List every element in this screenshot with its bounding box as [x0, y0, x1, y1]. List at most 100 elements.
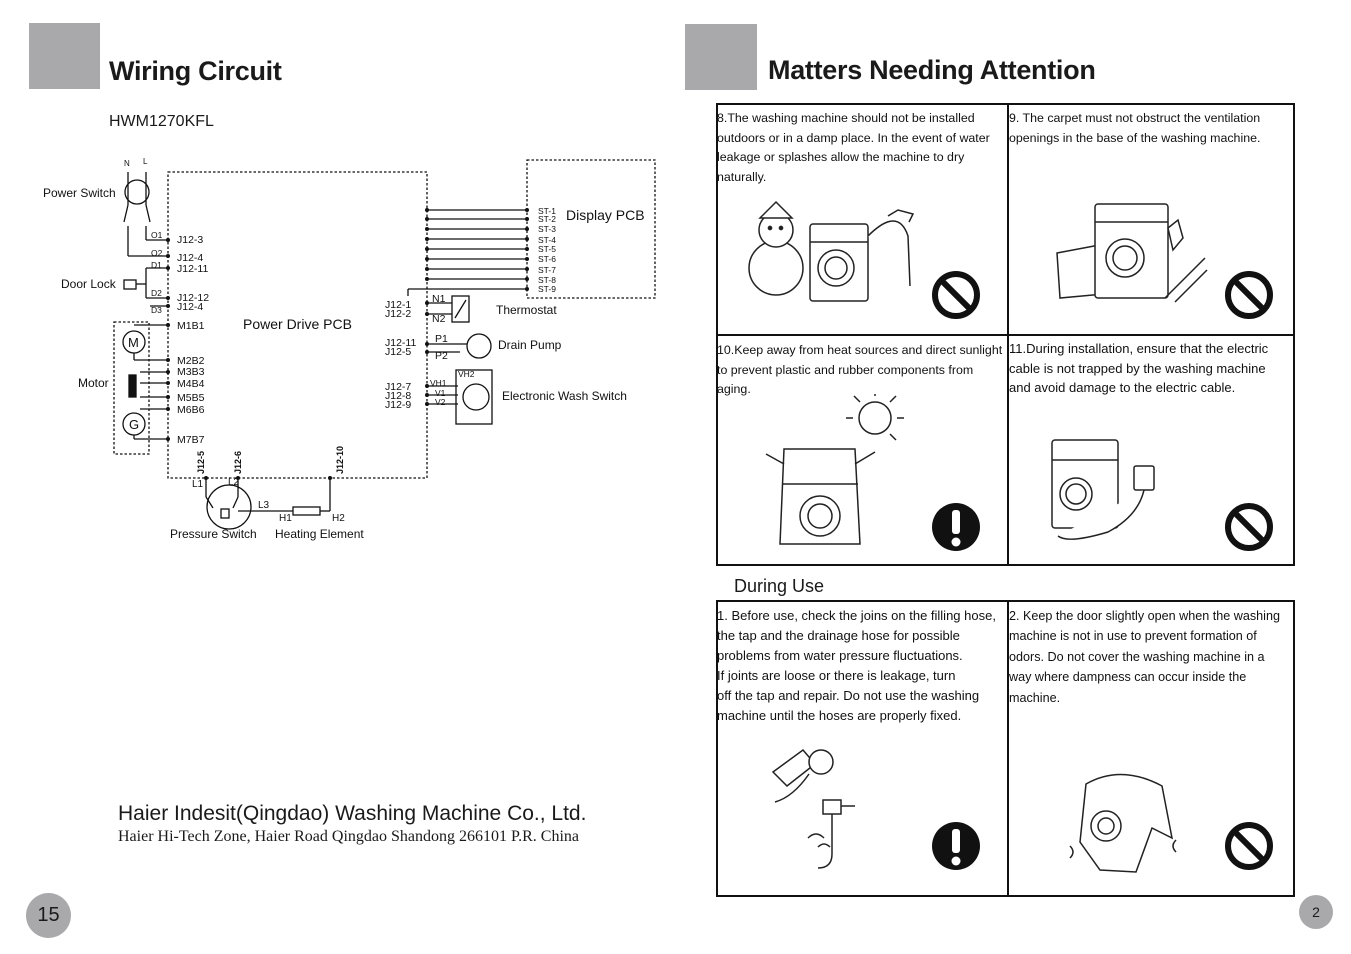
terminal-vh2: VH2: [458, 369, 475, 379]
terminal-j12-2: J12-2: [385, 308, 411, 320]
text-line: 10.Keep away from heat sources and direc…: [717, 343, 1003, 357]
covered-washer-illustration: [1069, 773, 1177, 873]
text-line: 1. Before use, check the joins on the fi…: [717, 608, 996, 623]
prohibited-icon: [932, 271, 980, 319]
terminal-j12-7: J12-7: [385, 381, 411, 393]
text-line: 8.The washing machine should not be inst…: [717, 111, 975, 125]
terminal-m6b6: M6B6: [177, 404, 205, 416]
terminal-d1: D1: [151, 260, 162, 270]
text-line: odors. Do not cover the washing machine …: [1009, 649, 1265, 664]
terminal-d3: D3: [151, 305, 162, 315]
during-use-grid: [716, 600, 1295, 897]
attention-item-11-text: 11.During installation, ensure that the …: [1009, 339, 1309, 398]
terminal-p2: P2: [435, 350, 448, 362]
terminal-j12-5: J12-5: [385, 346, 411, 358]
pin-st-5: ST-5: [538, 244, 556, 254]
pin-st-6: ST-6: [538, 254, 556, 264]
model-number: HWM1270KFL: [109, 113, 214, 130]
pin-st-3: ST-3: [538, 224, 556, 234]
terminal-vh1: VH1: [430, 378, 447, 388]
during-use-heading: During Use: [734, 576, 825, 596]
page-number-right-text: 2: [1312, 904, 1320, 920]
text-line: leakage or splashes allow the machine to…: [717, 150, 965, 165]
text-line: machine is not in use to prevent formati…: [1009, 629, 1257, 644]
text-line: 2. Keep the door slightly open when the …: [1009, 609, 1280, 623]
prohibited-icon: [1225, 271, 1273, 319]
terminal-m7b7: M7B7: [177, 434, 205, 446]
grid-hline: [718, 334, 1293, 336]
terminal-j12-1: J12-1: [385, 299, 411, 311]
terminal-j12-4: J12-4: [177, 252, 203, 264]
terminal-j12-4b: J12-4: [177, 301, 203, 313]
terminal-v2: V2: [435, 397, 446, 407]
during-use-item-1-text: 1. Before use, check the joins on the fi…: [717, 606, 1022, 726]
company-name: Haier Indesit(Qingdao) Washing Machine C…: [118, 802, 587, 825]
terminal-j12-8: J12-8: [385, 390, 411, 402]
terminal-j12-6: J12-6: [233, 451, 243, 474]
terminal-m3b3: M3B3: [177, 366, 205, 378]
prohibited-icon: [1225, 503, 1273, 551]
terminal-o2: O2: [151, 248, 163, 258]
text-line: aging.: [717, 382, 751, 397]
attention-grid: [716, 103, 1295, 566]
text-line: naturally.: [717, 169, 767, 184]
pin-st-1: ST-1: [538, 206, 556, 216]
text-line: 9. The carpet must not obstruct the vent…: [1009, 111, 1261, 125]
terminal-j12-5-bottom: J12-5: [196, 451, 206, 474]
text-line: and avoid damage to the electric cable.: [1009, 380, 1236, 396]
text-line: to prevent plastic and rubber components…: [717, 362, 974, 377]
company-address: Haier Hi-Tech Zone, Haier Road Qingdao S…: [118, 828, 580, 845]
display-pcb-label: Display PCB: [566, 207, 645, 223]
page-title-left: Wiring Circuit: [109, 56, 282, 86]
text-line: machine until the hoses are properly fix…: [717, 708, 962, 723]
washer-on-carpet-illustration: [1056, 203, 1208, 303]
pin-st-7: ST-7: [538, 265, 556, 275]
neutral-label: N: [124, 159, 130, 168]
terminal-j12-10: J12-10: [335, 446, 345, 474]
tacho-g-symbol: G: [129, 417, 139, 432]
door-lock-label: Door Lock: [61, 277, 117, 291]
terminal-h1: H1: [279, 513, 292, 524]
pressure-switch-label: Pressure Switch: [170, 527, 257, 541]
terminal-j12-11: J12-11: [177, 263, 208, 275]
header-block-right: [685, 24, 757, 90]
grid-vline: [1007, 602, 1009, 895]
motor-label: Motor: [78, 376, 109, 390]
header-block-left: [29, 23, 100, 89]
terminal-m4b4: M4B4: [177, 378, 205, 390]
during-use-item-2-text: 2. Keep the door slightly open when the …: [1009, 606, 1309, 708]
attention-item-10-text: 10.Keep away from heat sources and direc…: [717, 341, 1022, 400]
text-line: cable is not trapped by the washing mach…: [1009, 360, 1266, 376]
thermostat-label: Thermostat: [496, 303, 557, 317]
terminal-l3: L3: [258, 500, 270, 511]
motor-m-symbol: M: [128, 335, 139, 350]
pin-st-2: ST-2: [538, 214, 556, 224]
drain-pump-label: Drain Pump: [498, 338, 562, 352]
text-line: openings in the base of the washing mach…: [1009, 130, 1261, 145]
hose-tap-illustration: [771, 748, 855, 869]
wiring-diagram: N L Power Switch Door Lock Motor Thermos…: [43, 157, 656, 541]
terminal-p1: P1: [435, 333, 448, 345]
terminal-n1: N1: [432, 293, 446, 305]
exclamation-icon: [932, 503, 980, 551]
exclamation-icon: [932, 822, 980, 870]
pin-st-4: ST-4: [538, 235, 556, 245]
pin-st-9: ST-9: [538, 284, 556, 294]
attention-item-9-text: 9. The carpet must not obstruct the vent…: [1009, 109, 1309, 148]
terminal-j12-3: J12-3: [177, 234, 203, 246]
text-line: problems from water pressure fluctuation…: [717, 648, 963, 663]
terminal-h2: H2: [332, 513, 345, 524]
washer-sun-illustration: [765, 394, 904, 545]
terminal-m2b2: M2B2: [177, 355, 205, 367]
terminal-o1: O1: [151, 230, 163, 240]
power-switch-label: Power Switch: [43, 186, 116, 200]
text-line: 11.During installation, ensure that the …: [1009, 341, 1269, 356]
terminal-n2: N2: [432, 313, 446, 325]
wash-switch-label: Electronic Wash Switch: [502, 389, 627, 403]
terminal-v1: V1: [435, 388, 446, 398]
terminal-j12-12: J12-12: [177, 292, 209, 304]
prohibited-icon: [1225, 822, 1273, 870]
attention-item-8-text: 8.The washing machine should not be inst…: [717, 109, 1022, 187]
power-drive-pcb-label: Power Drive PCB: [243, 316, 352, 332]
terminal-l2: L2: [228, 477, 240, 488]
